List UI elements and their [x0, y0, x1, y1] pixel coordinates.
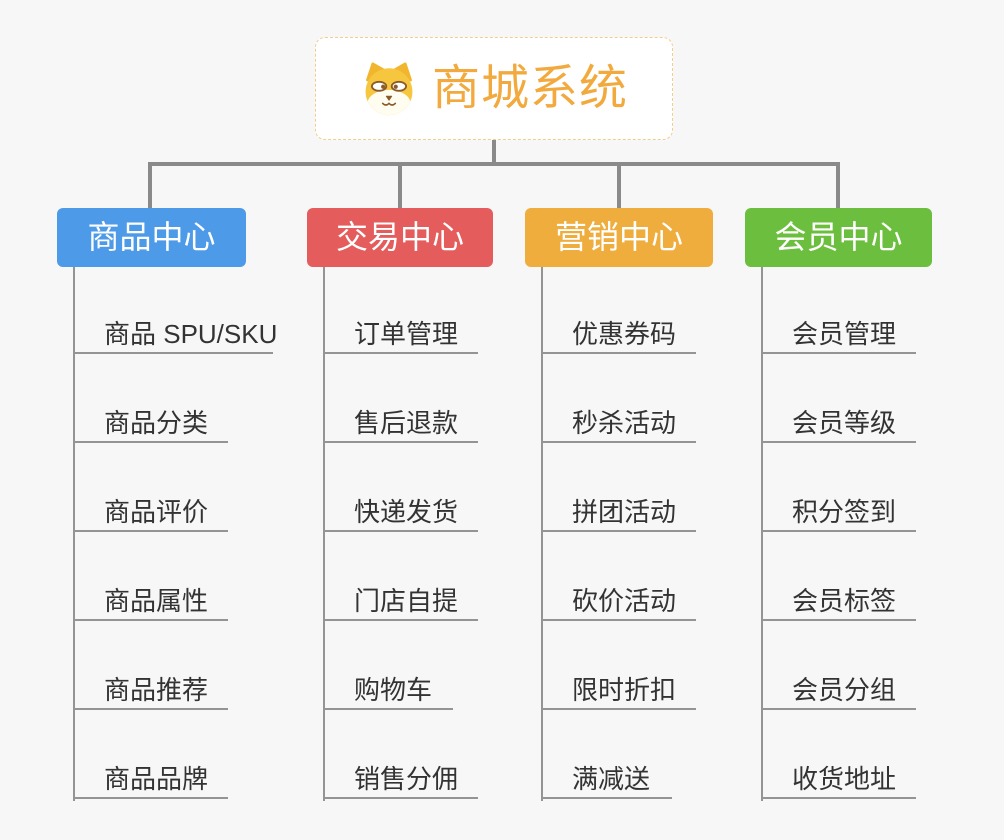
root-title: 商城系统 — [431, 61, 628, 115]
root-node-mall-system[interactable]: 商城系统 — [315, 37, 673, 140]
connector-drop-3 — [617, 162, 621, 208]
leaf-node[interactable]: 会员管理 — [761, 316, 916, 354]
branch-product-center: 商品中心 商品 SPU/SKU 商品分类 商品评价 商品属性 商品推荐 商品品牌 — [57, 208, 277, 808]
branch-node-marketing-center[interactable]: 营销中心 — [525, 208, 713, 267]
leaf-node[interactable]: 秒杀活动 — [541, 405, 696, 443]
leaf-node[interactable]: 门店自提 — [323, 583, 478, 621]
connector-root-stub — [492, 140, 496, 164]
leaf-node[interactable]: 积分签到 — [761, 494, 916, 532]
leaf-node[interactable]: 优惠券码 — [541, 316, 696, 354]
leaf-node[interactable]: 快递发货 — [323, 494, 478, 532]
leaf-node[interactable]: 订单管理 — [323, 316, 478, 354]
leaf-node[interactable]: 砍价活动 — [541, 583, 696, 621]
branch-node-product-center[interactable]: 商品中心 — [57, 208, 246, 267]
connector-rail — [148, 162, 840, 166]
branch-node-trade-center[interactable]: 交易中心 — [307, 208, 493, 267]
leaf-node[interactable]: 购物车 — [323, 672, 453, 710]
connector-drop-2 — [398, 162, 402, 208]
dog-face-icon — [360, 61, 418, 116]
leaf-node[interactable]: 限时折扣 — [541, 672, 696, 710]
leaf-node[interactable]: 售后退款 — [323, 405, 478, 443]
leaf-node[interactable]: 商品推荐 — [73, 672, 228, 710]
leaf-node[interactable]: 会员标签 — [761, 583, 916, 621]
branch-child-line — [541, 267, 543, 801]
branch-child-line — [761, 267, 763, 801]
leaf-node[interactable]: 会员等级 — [761, 405, 916, 443]
branch-trade-center: 交易中心 订单管理 售后退款 快递发货 门店自提 购物车 销售分佣 — [307, 208, 507, 808]
branch-child-line — [73, 267, 75, 801]
branch-member-center: 会员中心 会员管理 会员等级 积分签到 会员标签 会员分组 收货地址 — [745, 208, 945, 808]
leaf-node[interactable]: 拼团活动 — [541, 494, 696, 532]
connector-drop-4 — [836, 162, 840, 208]
branch-child-line — [323, 267, 325, 801]
leaf-node[interactable]: 销售分佣 — [323, 761, 478, 799]
leaf-node[interactable]: 商品品牌 — [73, 761, 228, 799]
leaf-node[interactable]: 收货地址 — [761, 761, 916, 799]
leaf-node[interactable]: 满减送 — [541, 761, 672, 799]
connector-drop-1 — [148, 162, 152, 208]
branch-marketing-center: 营销中心 优惠券码 秒杀活动 拼团活动 砍价活动 限时折扣 满减送 — [525, 208, 725, 808]
leaf-node[interactable]: 商品分类 — [73, 405, 228, 443]
leaf-node[interactable]: 会员分组 — [761, 672, 916, 710]
leaf-node[interactable]: 商品属性 — [73, 583, 228, 621]
leaf-node[interactable]: 商品评价 — [73, 494, 228, 532]
branch-node-member-center[interactable]: 会员中心 — [745, 208, 932, 267]
leaf-node[interactable]: 商品 SPU/SKU — [73, 316, 277, 354]
